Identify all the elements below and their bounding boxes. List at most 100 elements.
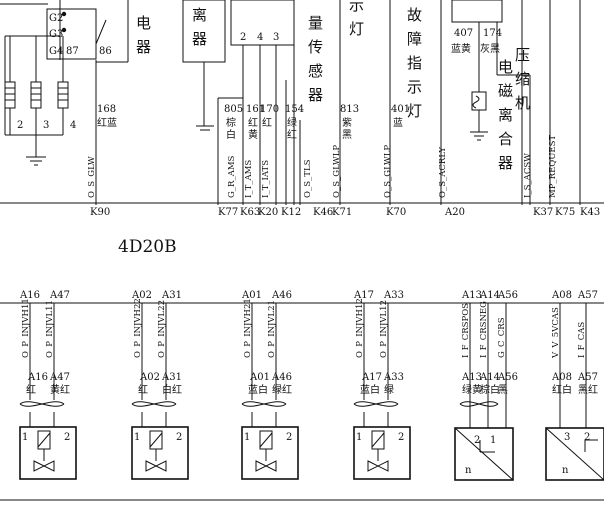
injector-signal: O_P_INJVH12 — [355, 298, 365, 358]
sensor-pin: A13 — [461, 372, 482, 383]
sensor-inner-pin: 2 — [584, 432, 590, 443]
relay-pin-label: 87 — [66, 46, 79, 57]
component-label: 离器 — [192, 6, 207, 48]
signal-label: O_S_GLWLP — [383, 145, 393, 198]
injector-valve-symbol — [145, 460, 167, 472]
injector-valve-symbol — [33, 460, 55, 472]
cam-sensor-body — [545, 427, 604, 481]
ground-label: G4 — [49, 46, 63, 57]
injector-body — [241, 426, 299, 480]
wire-color: 棕白 — [226, 116, 236, 141]
component-label: 示灯 — [349, 0, 364, 38]
ground-label: G3 — [49, 29, 63, 40]
injector-signal: O_P_INJVH22 — [133, 298, 143, 358]
twisted-pair — [19, 401, 65, 407]
injector-pin: A02 — [139, 372, 160, 383]
sensor-inner-wire — [584, 439, 598, 452]
crank-sensor-body — [454, 427, 514, 481]
ecu-pin: K46 — [313, 207, 333, 218]
signal-label: O_S_TLS — [303, 159, 313, 198]
sensor-inner-wire — [479, 440, 495, 453]
injector-color: 蓝白 — [248, 383, 268, 396]
injector-coil-diag — [371, 432, 385, 448]
injector-valve-symbol — [255, 460, 277, 472]
wire-number: 174 — [483, 28, 502, 39]
heater-element — [30, 81, 42, 109]
sensor-inner-label: n — [562, 465, 569, 476]
ecu-pin: K75 — [555, 207, 575, 218]
relay-label: 电器 — [136, 14, 151, 56]
sensor-color: 绿黄 — [462, 383, 482, 396]
twisted-pair — [459, 401, 499, 407]
ecu-pin: K12 — [281, 207, 301, 218]
injector-valve-symbol — [367, 460, 389, 472]
wire-color: 绿红 — [287, 116, 297, 141]
injector-signal: O_P_INJVL21 — [267, 300, 277, 358]
relay-pin-label: 86 — [99, 46, 112, 57]
heater-number: 2 — [17, 120, 23, 131]
relay-box — [46, 8, 97, 60]
injector-body — [353, 426, 411, 480]
wire-number: 813 — [340, 104, 359, 115]
injector-color: 黄红 — [50, 383, 70, 396]
injector-pin-top: A33 — [383, 290, 404, 301]
injector-body — [131, 426, 189, 480]
sensor-inner-pin: 2 — [474, 435, 480, 446]
injector-signal: O_P_INJVL11 — [45, 300, 55, 358]
injector-pin-top: A02 — [131, 290, 152, 301]
injector-pin: A46 — [271, 372, 292, 383]
sensor-signal: V_V_5VCAS — [551, 307, 561, 359]
injector-pin-top: A47 — [49, 290, 70, 301]
injector-inner-pin: 1 — [356, 432, 362, 443]
injector-pin-top: A46 — [271, 290, 292, 301]
heater-element — [57, 81, 69, 109]
sensor-pin-top: A08 — [551, 290, 572, 301]
injector-color: 白红 — [162, 383, 182, 396]
junction-dot — [61, 11, 67, 17]
signal-label: I_T_AMS — [244, 160, 254, 198]
signal-label: I_S_ACSW — [523, 153, 533, 198]
injector-inner-pin: 2 — [286, 432, 292, 443]
injector-inner-pin: 1 — [22, 432, 28, 443]
injector-coil-diag — [259, 432, 273, 448]
ecu-pin: K63 — [240, 207, 260, 218]
sensor-pin: 3 — [273, 32, 279, 43]
sensor-pin: 4 — [257, 32, 263, 43]
ecu-pin: K37 — [533, 207, 553, 218]
sensor-signal: G_C_CRS — [497, 317, 507, 358]
wire-color: 灰黑 — [480, 42, 500, 55]
signal-label: MP_REQUEST — [548, 135, 558, 198]
component-label: 故障指示灯 — [407, 6, 422, 120]
ecu-pin: K90 — [90, 207, 110, 218]
injector-color: 红 — [138, 383, 148, 396]
sensor-pin: 2 — [240, 32, 246, 43]
twisted-pair — [241, 401, 287, 407]
signal-label: I_T_IATS — [261, 160, 271, 198]
cam-sensor-diag — [545, 427, 604, 481]
sensor-pin-top: A13 — [461, 290, 482, 301]
twisted-pair — [131, 401, 177, 407]
sensor-pin: A57 — [577, 372, 598, 383]
injector-pin: A47 — [49, 372, 70, 383]
injector-pin-top: A01 — [241, 290, 262, 301]
compressor-connector — [451, 0, 503, 23]
heater-element — [4, 81, 16, 109]
injector-body — [19, 426, 77, 480]
sensor-pin: A14 — [479, 372, 500, 383]
sensor-pin-top: A14 — [479, 290, 500, 301]
injector-signal: O_P_INJVH11 — [21, 298, 31, 358]
twisted-pair — [353, 401, 399, 407]
injector-coil-diag — [37, 432, 51, 448]
injector-signal: O_P_INJVL22 — [157, 300, 167, 358]
sensor-pin: A08 — [551, 372, 572, 383]
wire-color: 蓝 — [393, 117, 403, 129]
injector-pin: A31 — [161, 372, 182, 383]
injector-pin-top: A16 — [19, 290, 40, 301]
signal-label: O_S_GLW — [87, 156, 97, 198]
sensor-signal: I_F_CRSPOS — [461, 303, 471, 358]
sensor-inner-pin: 1 — [490, 435, 496, 446]
sensor-signal: I_F_CAS — [577, 322, 587, 358]
wire-color: 红黄 — [248, 116, 258, 141]
wire-number: 168 — [97, 104, 116, 115]
